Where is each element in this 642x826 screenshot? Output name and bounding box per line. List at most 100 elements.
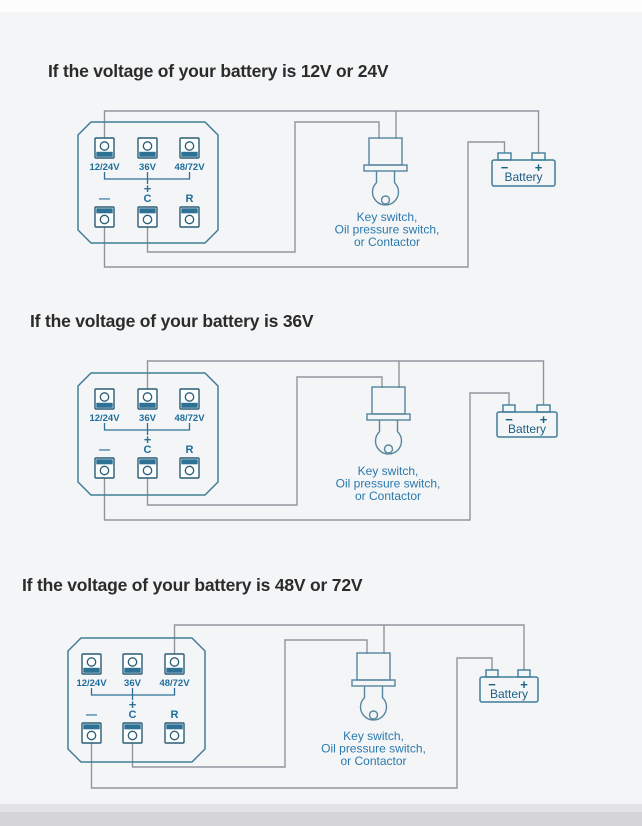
key-switch-keyhole-icon [380, 195, 391, 205]
terminal-screw [86, 657, 97, 667]
terminal-label-48-72v: 48/72V [159, 678, 190, 689]
terminal-screw [184, 392, 195, 402]
c-terminal-wire [146, 121, 380, 253]
hour-meter-device: 12/24V 36V 48/72V + — C R [77, 121, 219, 244]
device-outline [77, 372, 219, 496]
terminal-screw [127, 657, 138, 667]
switch-label-line-2: Oil pressure switch, [336, 477, 441, 491]
battery-minus-sign: − [501, 160, 509, 175]
key-switch-keyhole-icon [368, 710, 379, 720]
terminal-bracket [103, 423, 191, 435]
terminal-minus [94, 206, 115, 228]
terminal-clamp-bar [166, 724, 183, 730]
terminal-screw [99, 465, 110, 476]
wires [103, 110, 540, 268]
positive-wire [103, 110, 540, 153]
terminal-36v [137, 388, 158, 410]
switch-label-line-3: or Contactor [340, 754, 406, 768]
positive-wire [173, 624, 525, 670]
battery-plus-sign: + [535, 160, 543, 175]
device-outline [67, 637, 206, 763]
battery-negative-post [497, 152, 512, 161]
plus-sign: + [129, 697, 137, 712]
terminal-label-minus: — [99, 444, 110, 456]
terminal-clamp-bar [139, 208, 156, 214]
terminal-36v [122, 653, 143, 675]
battery-label: Battery [490, 687, 528, 701]
battery: − + Battery [496, 404, 558, 438]
terminal-minus [81, 722, 102, 744]
terminal-48-72v [164, 653, 185, 675]
terminal-48-72v [179, 388, 200, 410]
battery-icon [479, 676, 539, 703]
battery-minus-sign: − [505, 412, 513, 427]
plus-sign: + [144, 432, 152, 447]
key-switch: Key switch, Oil pressure switch, or Cont… [321, 652, 426, 768]
terminal-screw [127, 730, 138, 741]
terminal-r [179, 206, 200, 228]
terminal-label-c: C [144, 193, 152, 205]
switch-label-line-2: Oil pressure switch, [335, 223, 440, 237]
terminal-12-24v [94, 137, 115, 159]
terminal-screw [86, 730, 97, 741]
terminal-screw [184, 141, 195, 151]
terminal-label-12-24v: 12/24V [89, 413, 120, 424]
terminal-label-c: C [144, 444, 152, 456]
terminal-screw [99, 141, 110, 151]
terminal-label-r: R [186, 444, 194, 456]
top-highlight-band [0, 0, 642, 12]
bottom-edge-band [0, 812, 642, 826]
terminal-screw [184, 465, 195, 476]
wires [103, 360, 545, 521]
battery-minus-sign: − [488, 677, 496, 692]
negative-wire [103, 392, 510, 521]
terminal-label-48-72v: 48/72V [174, 162, 205, 173]
terminal-bracket [90, 688, 176, 700]
battery-label: Battery [504, 170, 542, 184]
battery-label: Battery [508, 422, 546, 436]
terminal-screw [142, 465, 153, 476]
negative-wire [90, 657, 493, 789]
key-switch-flange-icon [363, 164, 408, 172]
positive-wire [146, 360, 545, 405]
section-12-24v: If the voltage of your battery is 12V or… [48, 61, 556, 268]
terminal-screw [99, 214, 110, 225]
terminal-clamp-bar [96, 151, 113, 157]
terminal-r [179, 457, 200, 479]
negative-wire [103, 141, 506, 268]
switch-label-line-1: Key switch, [343, 729, 404, 743]
terminal-bracket [103, 172, 191, 184]
battery: − + Battery [479, 669, 539, 703]
terminal-screw [142, 392, 153, 402]
key-switch-bulb-icon [374, 420, 403, 455]
hour-meter-device: 12/24V 36V 48/72V + — C R [77, 372, 219, 496]
plus-sign: + [144, 181, 152, 196]
terminal-clamp-bar [139, 459, 156, 465]
section-title: If the voltage of your battery is 12V or… [48, 61, 389, 81]
terminal-clamp-bar [139, 402, 156, 408]
terminal-12-24v [81, 653, 102, 675]
battery: − + Battery [491, 152, 556, 187]
terminal-36v [137, 137, 158, 159]
battery-plus-sign: + [520, 677, 528, 692]
terminal-label-r: R [186, 193, 194, 205]
terminal-48-72v [179, 137, 200, 159]
terminal-label-36v: 36V [139, 162, 157, 173]
terminal-screw [169, 730, 180, 741]
terminal-screw [142, 214, 153, 225]
terminal-c [122, 722, 143, 744]
battery-positive-post [531, 152, 546, 161]
terminal-12-24v [94, 388, 115, 410]
terminal-clamp-bar [96, 459, 113, 465]
terminal-screw [184, 214, 195, 225]
terminal-clamp-bar [124, 724, 141, 730]
terminal-minus [94, 457, 115, 479]
battery-plus-sign: + [540, 412, 548, 427]
battery-positive-post [536, 404, 551, 413]
key-switch-bulb-icon [371, 171, 400, 206]
terminal-clamp-bar [166, 667, 183, 673]
key-switch-flange-icon [366, 413, 411, 421]
battery-negative-post [502, 404, 516, 413]
terminal-screw [142, 141, 153, 151]
